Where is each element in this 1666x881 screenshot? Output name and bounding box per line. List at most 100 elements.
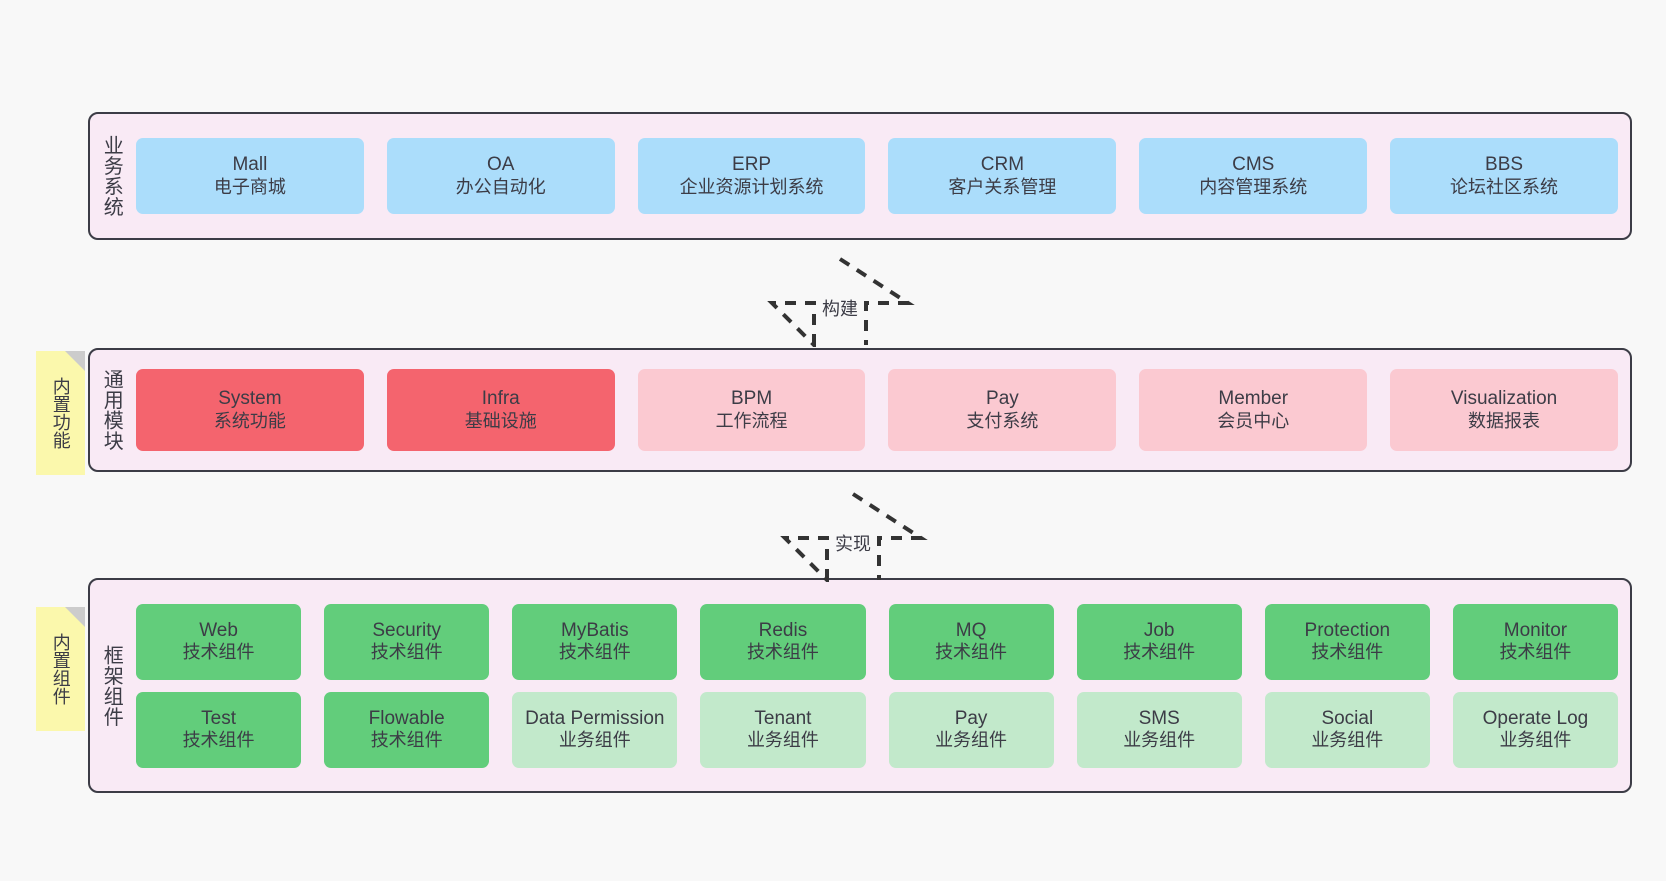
- module-card-title-en: Pay: [954, 707, 988, 729]
- module-card-title-cn: 技术组件: [558, 642, 631, 663]
- arrow-shape: [767, 257, 915, 347]
- arrow-shape: [780, 492, 928, 582]
- module-card-title-en: Member: [1218, 388, 1289, 410]
- module-card-title-en: Operate Log: [1482, 707, 1589, 729]
- module-card-title-en: Data Permission: [525, 707, 665, 729]
- module-card-title-en: Infra: [481, 388, 520, 410]
- module-card-title-en: BBS: [1485, 154, 1524, 176]
- folded-corner-icon: [65, 351, 85, 371]
- connector-label-implement: 实现: [835, 534, 871, 554]
- module-card-title-cn: 技术组件: [1499, 642, 1572, 663]
- module-card-title-cn: 技术组件: [182, 730, 255, 751]
- module-card-title-cn: 技术组件: [1311, 642, 1384, 663]
- module-card-title-en: Web: [199, 619, 238, 641]
- module-card-title-en: Flowable: [368, 707, 445, 729]
- module-card-title-cn: 数据报表: [1468, 410, 1541, 431]
- module-card-title-cn: 技术组件: [935, 642, 1008, 663]
- generalization-arrow-build: 构建: [765, 255, 915, 347]
- module-card-title-en: Protection: [1304, 619, 1391, 641]
- module-card-title-cn: 业务组件: [746, 730, 819, 751]
- module-card-title-cn: 支付系统: [966, 410, 1039, 431]
- sticky-note-common-module: 内置功能: [36, 351, 85, 475]
- layer-title-framework-component: 框架组件: [100, 644, 123, 727]
- module-card-title-cn: 业务组件: [1311, 730, 1384, 751]
- module-card-title-cn: 系统功能: [213, 410, 286, 431]
- module-card-title-en: Mall: [232, 154, 268, 176]
- module-card-title-cn: 业务组件: [1123, 730, 1196, 751]
- generalization-arrow-implement: 实现: [778, 490, 928, 582]
- module-card-title-cn: 电子商城: [213, 176, 286, 197]
- module-card-title-en: CRM: [980, 154, 1025, 176]
- module-card-title-en: MQ: [955, 619, 987, 641]
- module-card-title-en: Pay: [986, 388, 1019, 410]
- module-card-title-en: BPM: [730, 388, 773, 410]
- module-card-title-cn: 会员中心: [1217, 410, 1290, 431]
- connector-label-build: 构建: [822, 299, 858, 319]
- module-card-title-cn: 技术组件: [370, 730, 443, 751]
- folded-corner-icon: [65, 607, 85, 627]
- sticky-note-label: 内置组件: [50, 633, 71, 705]
- module-card-title-en: SMS: [1138, 707, 1180, 729]
- module-card-title-cn: 业务组件: [558, 730, 631, 751]
- layer-title-business-system: 业务系统: [100, 135, 123, 217]
- module-card-title-cn: 基础设施: [464, 410, 537, 431]
- module-card-title-en: OA: [487, 154, 515, 176]
- module-card-title-en: Test: [201, 707, 236, 729]
- module-card-title-en: Redis: [758, 619, 808, 641]
- module-card-title-en: Monitor: [1503, 619, 1568, 641]
- module-card-title-cn: 技术组件: [746, 642, 819, 663]
- module-card-title-cn: 企业资源计划系统: [679, 176, 824, 197]
- sticky-note-label: 内置功能: [50, 377, 71, 449]
- module-card-title-en: ERP: [732, 154, 772, 176]
- module-card-title-cn: 客户关系管理: [948, 176, 1057, 197]
- module-card-title-cn: 论坛社区系统: [1450, 176, 1559, 197]
- module-card-title-en: CMS: [1232, 154, 1275, 176]
- module-card-title-cn: 办公自动化: [455, 176, 546, 197]
- module-card-title-en: System: [218, 388, 282, 410]
- module-card-title-cn: 技术组件: [1123, 642, 1196, 663]
- sticky-note-framework-component: 内置组件: [36, 607, 85, 731]
- module-card-title-en: Job: [1143, 619, 1175, 641]
- module-card-title-en: Social: [1321, 707, 1374, 729]
- module-card-title-en: Visualization: [1450, 388, 1558, 410]
- module-card-title-cn: 内容管理系统: [1199, 176, 1308, 197]
